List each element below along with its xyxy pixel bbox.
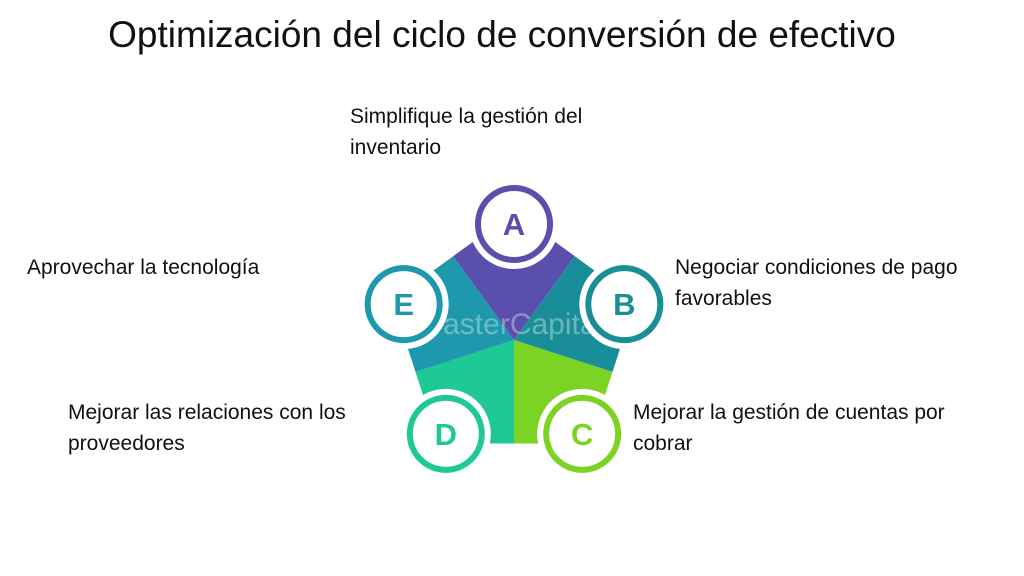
badge-ring-e: [364, 265, 443, 344]
badge-letter-c: C: [571, 417, 593, 452]
label-b: Negociar condiciones de pago favorables: [675, 256, 958, 310]
label-d: Mejorar las relaciones con los proveedor…: [68, 401, 346, 455]
badge-letter-a: A: [503, 207, 525, 242]
badge-letter-b: B: [613, 287, 635, 322]
page-title: Optimización del ciclo de conversión de …: [108, 14, 896, 55]
label-a: Simplifique la gestión del inventario: [350, 105, 583, 159]
label-e: Aprovechar la tecnología: [27, 256, 260, 279]
badge-ring-c: [543, 394, 622, 473]
badge-ring-a: [475, 185, 553, 263]
watermark: FasterCapital: [425, 308, 603, 341]
label-c: Mejorar la gestión de cuentas por cobrar: [633, 401, 945, 455]
badge-letter-d: D: [435, 417, 457, 452]
badge-ring-d: [406, 394, 485, 473]
badge-ring-b: [585, 265, 664, 344]
badge-letter-e: E: [393, 287, 414, 322]
